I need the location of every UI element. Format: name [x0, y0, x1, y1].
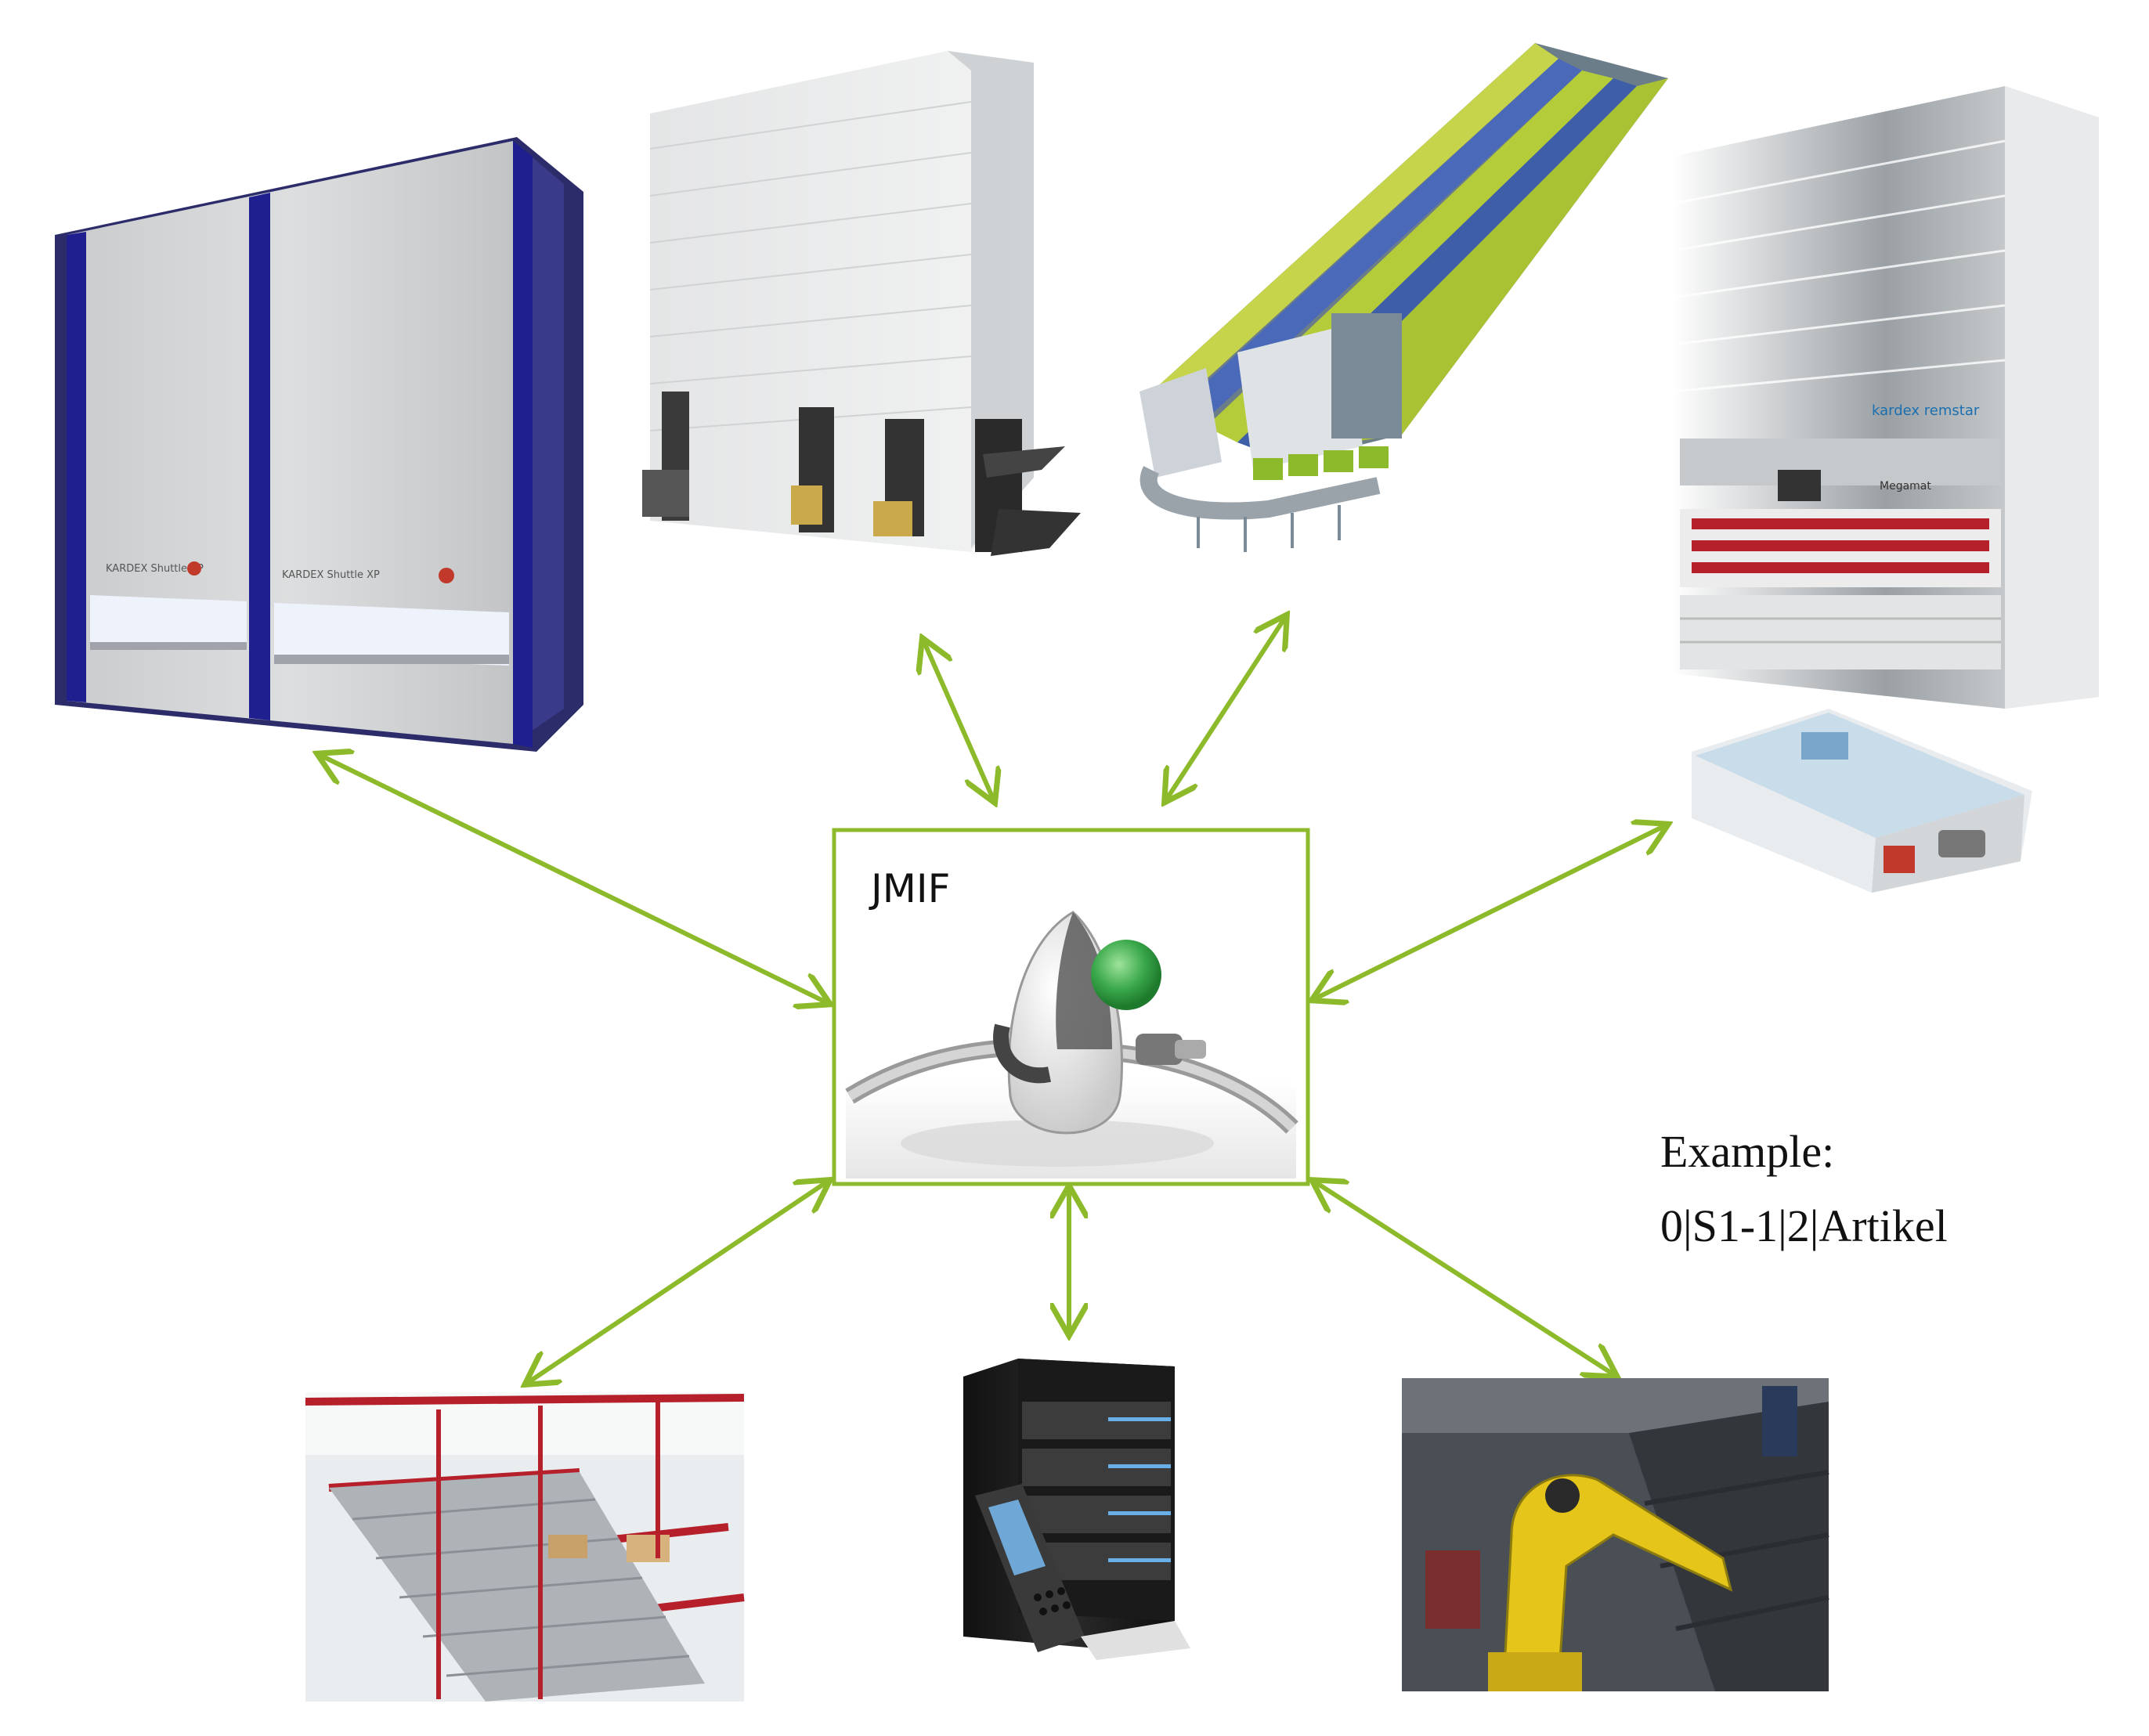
- arrow-to-device-server: [1316, 826, 1664, 998]
- jmif-hub[interactable]: JMIF: [832, 828, 1310, 1186]
- shuttle-label-left: KARDEX Shuttle XP: [106, 563, 204, 575]
- example-label: Example:: [1660, 1126, 1834, 1177]
- carousel-brand: kardex remstar: [1872, 402, 1980, 419]
- connection-arrows: [321, 619, 1664, 1382]
- vertical-lift-module: KARDEX Shuttle XP KARDEX Shuttle XP: [55, 137, 583, 752]
- shuttle-label-right: KARDEX Shuttle XP: [282, 569, 380, 581]
- conveyor-system: [305, 1392, 745, 1702]
- arrow-to-carousel-system: [1167, 619, 1284, 799]
- arrow-to-vertical-lift: [321, 756, 826, 1002]
- industrial-robot: [1402, 1378, 1829, 1691]
- horizontal-carousel-system: [1140, 43, 1668, 552]
- arrow-to-tower: [924, 642, 993, 799]
- arrow-to-conveyor: [529, 1182, 826, 1382]
- example-annotation: Example: 0|S1-1|2|Artikel: [1660, 1126, 1948, 1251]
- vertical-carousel-megamat: kardex remstar Megamat: [1671, 86, 2099, 709]
- storage-tower: [642, 51, 1081, 556]
- java-mascot-plug-icon: [845, 911, 1298, 1167]
- arrow-to-robot: [1316, 1182, 1613, 1374]
- example-message: 0|S1-1|2|Artikel: [1660, 1200, 1948, 1251]
- hub-label: JMIF: [869, 866, 950, 911]
- serial-device-server: [1692, 709, 2032, 893]
- server-with-handheld: [963, 1359, 1190, 1660]
- carousel-model: Megamat: [1880, 480, 1931, 493]
